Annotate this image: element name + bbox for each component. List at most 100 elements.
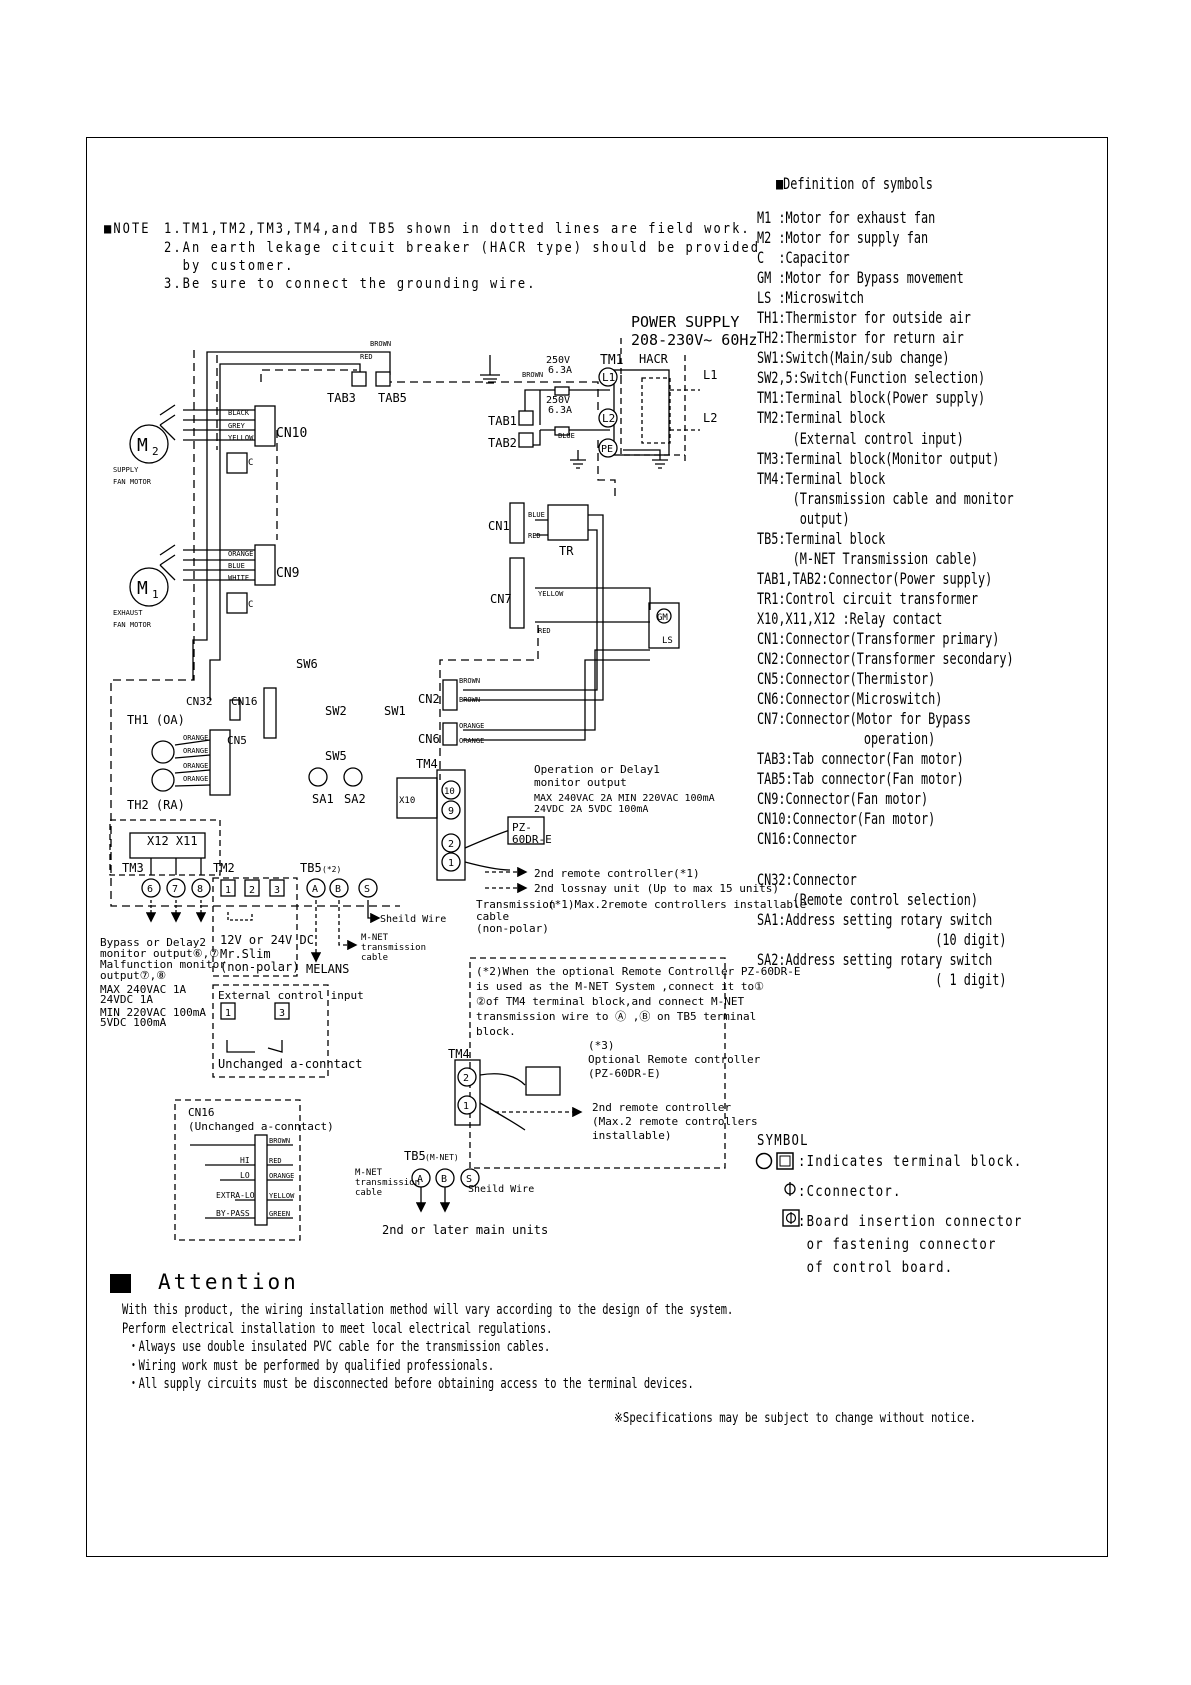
definition-item: operation) [757, 729, 936, 748]
wires [109, 338, 726, 1241]
opt-remote-controller-label: 2nd remote controller [592, 1101, 731, 1114]
transformer-label: TR [559, 544, 574, 558]
mnet-cable-label: transmission [361, 943, 426, 953]
diagram-frame [86, 137, 1108, 1557]
wire-brown-label: BROWN [459, 677, 480, 685]
wire-brown-label: BROWN [269, 1137, 290, 1145]
terminal-1-label: 1 [225, 885, 231, 896]
wire-red-label: RED [360, 353, 373, 361]
terminal-9-label: 9 [448, 806, 454, 817]
shield-wire-label: Sheild Wire [468, 1184, 534, 1195]
optional-remote-label: Optional Remote controller [588, 1053, 761, 1066]
definition-item: CN5:Connector(Thermistor) [757, 669, 936, 688]
ls-label: LS [662, 636, 673, 646]
tm1-label: TM1 [600, 353, 623, 368]
terminal-2-label: 2 [448, 839, 454, 850]
cn5-label: CN5 [227, 734, 247, 747]
fuse-amp-label: 6.3A [548, 365, 572, 376]
terminal-block-symbol-label: :Indicates terminal block. [798, 1152, 1023, 1170]
wire-grey-label: GREY [228, 422, 246, 430]
terminal-s-label: S [466, 1174, 472, 1185]
note2-line: transmission wire to Ⓐ ,Ⓑ on TB5 termina… [476, 1010, 756, 1023]
pz-label: PZ- [512, 821, 532, 834]
hacr-label: HACR [639, 352, 669, 366]
operation-monitor-label: monitor output [534, 776, 627, 789]
definition-item: ( 1 digit) [757, 970, 1007, 989]
wire-brown-label: BROWN [370, 340, 391, 348]
pe-terminal-label: PE [601, 444, 613, 455]
definition-item: SW2,5:Switch(Function selection) [757, 368, 986, 387]
wire-blue-label: BLUE [558, 432, 575, 440]
mrslim-label: 12V or 24V DC [220, 933, 314, 947]
wire-green-label: GREEN [269, 1210, 290, 1218]
capacitor-label: C [248, 600, 253, 610]
bypass-monitor-rating: MIN 220VAC 100mA [100, 1006, 206, 1019]
diagram-labels: POWER SUPPLY 208-230V~ 60Hz TM1 HACR 250… [100, 313, 806, 1237]
tm4-label: TM4 [416, 757, 438, 771]
attention-line: ・Always use double insulated PVC cable f… [122, 1339, 551, 1355]
terminal-2-label: 2 [463, 1073, 469, 1084]
definition-item: CN9:Connector(Fan motor) [757, 789, 929, 808]
attention-line: With this product, the wiring installati… [122, 1302, 734, 1318]
terminal-1-label: 1 [225, 1008, 231, 1019]
definition-item: CN32:Connector [757, 870, 857, 889]
terminal-7-label: 7 [172, 884, 178, 895]
definition-item: M2 :Motor for supply fan [757, 228, 929, 247]
m2-motor-sub: 2 [152, 445, 159, 458]
terminal-6-label: 6 [147, 884, 153, 895]
terminal-l2-icon [598, 408, 618, 428]
definition-item: CN7:Connector(Motor for Bypass [757, 709, 971, 728]
spec-footnote: ※Specifications may be subject to change… [614, 1411, 976, 1426]
terminal-pe-icon [598, 438, 618, 458]
definition-item: LS :Microswitch [757, 288, 864, 307]
m1-motor-sub: 1 [152, 588, 159, 601]
mnet-cable-label: transmission [355, 1178, 420, 1188]
mrslim-label: (non-polar) [220, 960, 299, 974]
board-connector-symbol-icon [782, 1209, 800, 1227]
wire-white-label: WHITE [228, 574, 249, 582]
note2-line: is used as the M-NET System ,connect it … [476, 980, 764, 993]
wire-brown-label: BROWN [522, 371, 543, 379]
terminal-a-label: A [312, 884, 318, 895]
attention-square-icon [110, 1274, 131, 1293]
definition-item: SA2:Address setting rotary switch [757, 950, 993, 969]
fuse-rating-label: 250V [546, 395, 570, 406]
wire-black-label: BLACK [228, 409, 250, 417]
note-heading: ■NOTE [104, 221, 151, 237]
definition-item: (M-NET Transmission cable) [757, 549, 978, 568]
exhaust-fan-label: FAN MOTOR [113, 621, 152, 629]
wire-brown-label: BROWN [459, 696, 480, 704]
definition-item: TH1:Thermistor for outside air [757, 308, 971, 327]
definition-item: SA1:Address setting rotary switch [757, 910, 993, 929]
terminal-3-label: 3 [279, 1008, 285, 1019]
exhaust-fan-label: EXHAUST [113, 609, 143, 617]
board-connector-symbol-label-1: :Board insertion connector [798, 1212, 1023, 1230]
note2-line: (*2)When the optional Remote Controller … [476, 965, 801, 978]
terminal-b-label: B [335, 884, 341, 895]
definition-item: SW1:Switch(Main/sub change) [757, 348, 950, 367]
definition-item: TAB1,TAB2:Connector(Power supply) [757, 569, 993, 588]
definition-item: (Transmission cable and monitor [757, 489, 1014, 508]
l1-supply-label: L1 [703, 368, 717, 382]
wire-yellow-label: YELLOW [538, 590, 564, 598]
definition-item: (External control input) [757, 429, 964, 448]
board-connector-symbol-label-2: or fastening connector [798, 1235, 997, 1253]
wire-red-label: RED [538, 627, 551, 635]
supply-fan-label: FAN MOTOR [113, 478, 152, 486]
definition-item: TAB3:Tab connector(Fan motor) [757, 749, 964, 768]
wire-orange-label: ORANGE [183, 747, 208, 755]
fuse-rating-label: 250V [546, 355, 570, 366]
m2-motor-label: M [137, 435, 148, 456]
definition-item: TAB5:Tab connector(Fan motor) [757, 769, 964, 788]
attention-line: ・Wiring work must be performed by qualif… [122, 1358, 495, 1374]
operation-monitor-rating: MAX 240VAC 2A MIN 220VAC 100mA [534, 793, 715, 804]
terminal-8-label: 8 [197, 884, 203, 895]
definition-item: (10 digit) [757, 930, 1007, 949]
opt-remote-controller-label: installable) [592, 1129, 671, 1142]
bypass-monitor-label: output⑦,⑧ [100, 969, 166, 982]
definitions-heading: ■Definition of symbols [776, 174, 933, 193]
fuse-amp-label: 6.3A [548, 405, 572, 416]
wire-blue-label: BLUE [228, 562, 245, 570]
operation-monitor-label: Operation or Delay1 [534, 763, 660, 776]
tb5-label: TB5 [300, 861, 322, 875]
